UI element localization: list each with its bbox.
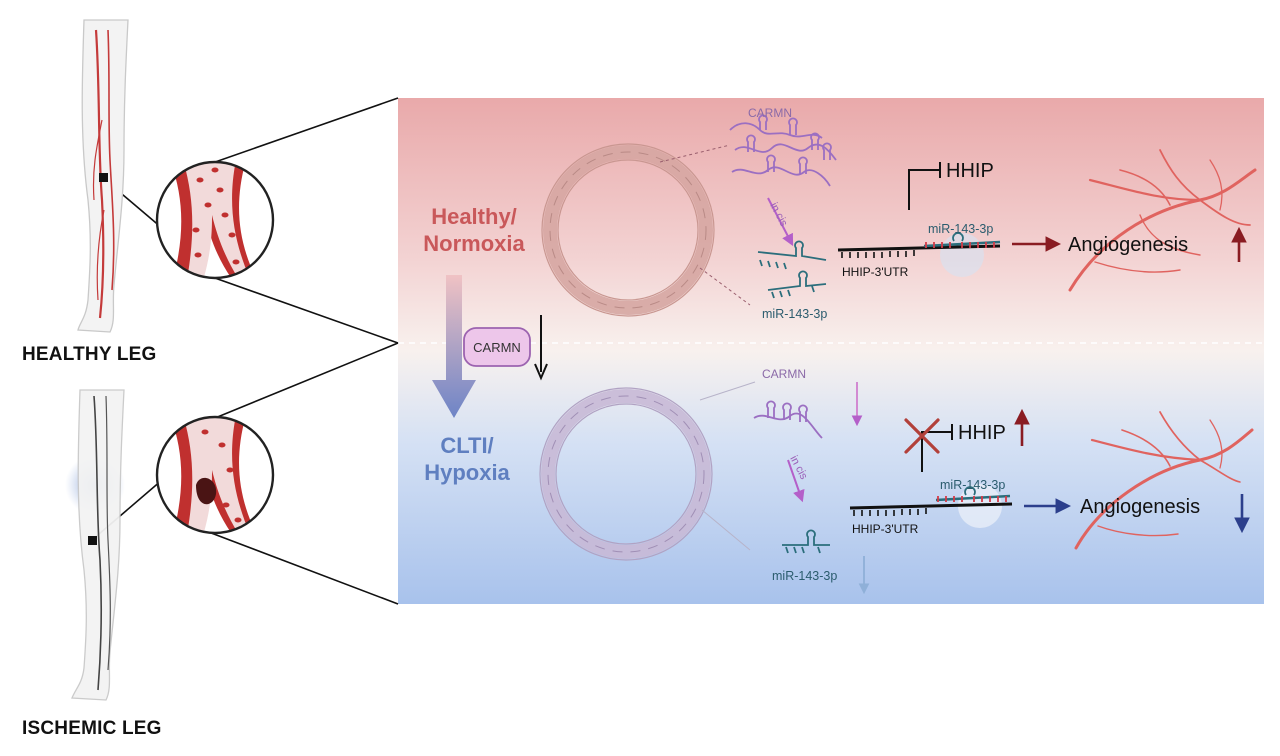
carmn-box-label: CARMN [473,340,521,355]
top-mir-free-label: miR-143-3p [762,307,827,321]
healthy-artery-zoom [155,160,275,280]
bottom-cis-arrow [787,459,805,503]
clti-hypoxia-label: CLTI/ Hypoxia [412,432,522,486]
top-hhip-label: HHIP [946,160,994,182]
zoom-lines [91,97,399,605]
bottom-hhip-label: HHIP [958,422,1006,444]
top-mir-free [757,240,827,299]
carmn-rna-bottom [753,400,823,439]
ischemic-leg-marker [88,536,97,545]
ischemic-artery-zoom [155,415,275,535]
carmn-box [463,327,531,367]
top-utr-binding [837,232,1001,277]
top-cis-arrow [767,197,794,247]
healthy-normoxia-label: Healthy/ Normoxia [412,203,536,257]
bottom-inhibition-cross [904,418,940,454]
healthy-leg-label: HEALTHY LEG [22,344,157,365]
top-angiogenesis-label: Angiogenesis [1068,234,1188,256]
top-mir-bound-label: miR-143-3p [928,222,993,236]
top-hhip-inhibition [908,162,941,210]
healthy-leg-figure [77,19,129,333]
ischemic-leg-figure [65,389,125,701]
healthy-leg-marker [99,173,108,182]
bottom-vessel-network [1074,411,1254,550]
hypoxic-vessel-cross-section [539,381,756,561]
clti-label-line2: Hypoxia [424,460,510,485]
main-panel [398,98,1264,604]
bottom-mir-free-label: miR-143-3p [772,569,837,583]
clti-label-line1: CLTI/ [440,433,494,458]
bottom-mir-bound-label: miR-143-3p [940,478,1005,492]
ischemic-leg-label: ISCHEMIC LEG [22,718,162,739]
transition-arrow [432,275,476,418]
bottom-angiogenesis-label: Angiogenesis [1080,496,1200,518]
bottom-carmn-label: CARMN [762,367,806,381]
carmn-rna-top [729,114,837,187]
top-utr-label: HHIP-3'UTR [842,265,909,279]
bottom-hhip-inhibition [921,424,953,472]
healthy-vessel-cross-section [541,143,751,317]
bottom-utr-binding [849,484,1013,528]
bottom-utr-label: HHIP-3'UTR [852,522,919,536]
top-carmn-label: CARMN [748,106,792,120]
top-vessel-network [1068,149,1257,292]
healthy-label-line1: Healthy/ [431,204,517,229]
healthy-label-line2: Normoxia [423,231,525,256]
bottom-mir-free [782,529,830,554]
